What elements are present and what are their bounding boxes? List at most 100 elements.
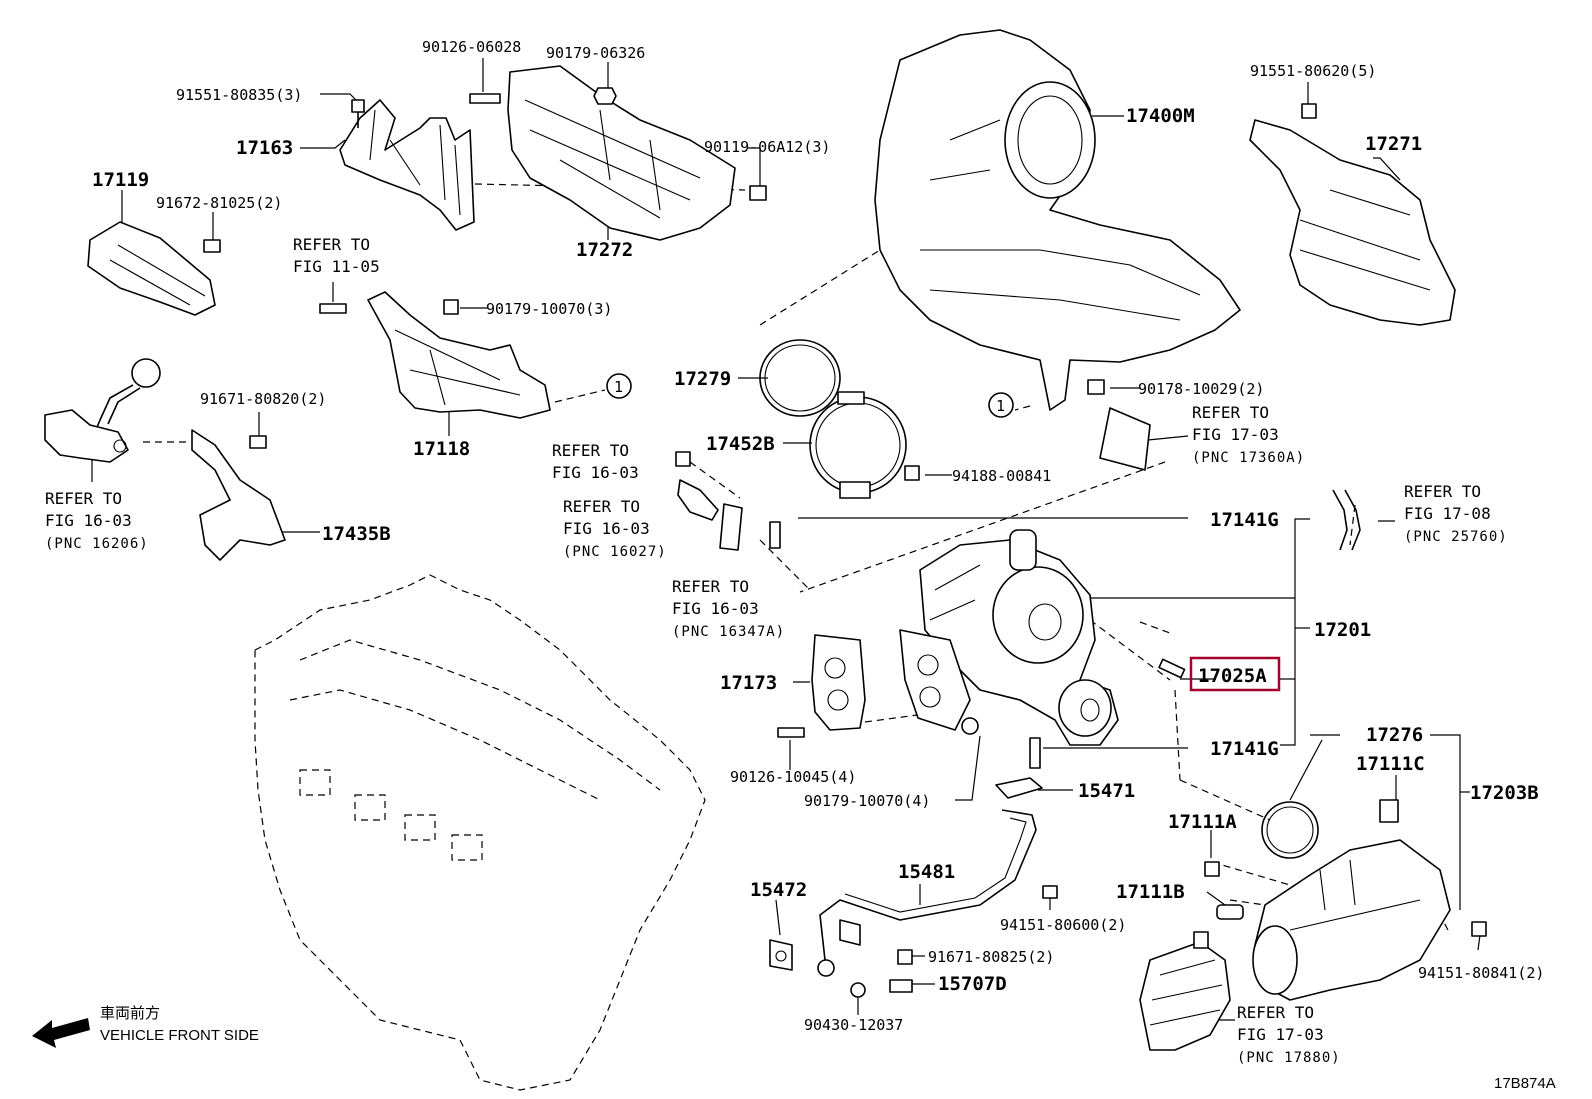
label-90126-10045[interactable]: 90126-10045(4) (730, 768, 856, 786)
part-17276-ring-art (1261, 801, 1319, 859)
leader-lines (91, 58, 1481, 1021)
ref-16347a-fig[interactable]: FIG 16-03 (672, 599, 759, 618)
callout-number-left: 1 (614, 378, 623, 396)
ref-16347a-refer-to: REFER TO (672, 577, 749, 596)
label-90119-06a12[interactable]: 90119-06A12(3) (704, 138, 830, 156)
part-17452b-clamp-art (809, 391, 907, 499)
direction-label-jp: 車両前方 (100, 1005, 160, 1022)
label-17276[interactable]: 17276 (1366, 724, 1423, 746)
ref-11-05-refer-to: REFER TO (293, 235, 370, 254)
ref-16206-refer-to: REFER TO (45, 489, 122, 508)
label-94151-80600[interactable]: 94151-80600(2) (1000, 916, 1126, 934)
label-91551-80620[interactable]: 91551-80620(5) (1250, 62, 1376, 80)
ref-17880-refer-to: REFER TO (1237, 1003, 1314, 1022)
ref-16027-pnc: (PNC 16027) (563, 544, 667, 560)
vehicle-front-arrow-icon (32, 1018, 90, 1048)
ref-16027-fig[interactable]: FIG 16-03 (563, 519, 650, 538)
ref-17880-fig[interactable]: FIG 17-03 (1237, 1025, 1324, 1044)
label-17118[interactable]: 17118 (413, 438, 470, 460)
label-15481[interactable]: 15481 (898, 861, 955, 883)
label-17163[interactable]: 17163 (236, 137, 293, 159)
ref-16-03-upper-refer-to: REFER TO (552, 441, 629, 460)
label-17111b[interactable]: 17111B (1116, 881, 1185, 903)
label-90179-10070-4[interactable]: 90179-10070(4) (804, 792, 930, 810)
label-91671-80820[interactable]: 91671-80820(2) (200, 390, 326, 408)
part-17400m-exhaust-manifold-art (874, 29, 1241, 411)
ref-17360a-pnc: (PNC 17360A) (1192, 450, 1305, 466)
part-hose-art (1332, 489, 1361, 551)
part-17271-insulator-art (1249, 119, 1456, 326)
part-17173-gasket-art (811, 629, 971, 731)
part-17163-bracket-art (339, 99, 475, 231)
label-17279[interactable]: 17279 (674, 368, 731, 390)
label-17025a[interactable]: 17025A (1198, 665, 1267, 687)
label-17173[interactable]: 17173 (720, 672, 777, 694)
label-17203b[interactable]: 17203B (1470, 782, 1539, 804)
ref-25760-fig[interactable]: FIG 17-08 (1404, 504, 1491, 523)
ref-16347a-pnc: (PNC 16347A) (672, 624, 785, 640)
label-17400m[interactable]: 17400M (1126, 105, 1195, 127)
part-oxygen-sensor-art (1099, 407, 1151, 471)
part-labels: 90126-06028 90179-06326 91551-80835(3) 1… (92, 38, 1544, 1034)
fasteners-art (203, 87, 1487, 998)
part-17279-gasket-ring-art (759, 339, 841, 417)
ref-25760-refer-to: REFER TO (1404, 482, 1481, 501)
label-17201[interactable]: 17201 (1314, 619, 1371, 641)
ref-17880-pnc: (PNC 17880) (1237, 1050, 1341, 1066)
ref-16206-pnc: (PNC 16206) (45, 536, 149, 552)
callout-circle-1-left (606, 373, 632, 399)
ref-16206-fig[interactable]: FIG 16-03 (45, 511, 132, 530)
label-15472[interactable]: 15472 (750, 879, 807, 901)
label-17141g-bottom[interactable]: 17141G (1210, 738, 1279, 760)
label-94151-80841[interactable]: 94151-80841(2) (1418, 964, 1544, 982)
callout-number-right: 1 (996, 397, 1005, 415)
label-17141g-top[interactable]: 17141G (1210, 509, 1279, 531)
label-90430-12037[interactable]: 90430-12037 (804, 1016, 903, 1034)
label-90178-10029[interactable]: 90178-10029(2) (1138, 380, 1264, 398)
engine-block-outline-art (254, 574, 706, 1091)
label-91672-81025[interactable]: 91672-81025(2) (156, 194, 282, 212)
diagram-footer: 車両前方 VEHICLE FRONT SIDE 17B874A (100, 1005, 1556, 1092)
direction-label-en: VEHICLE FRONT SIDE (100, 1027, 259, 1044)
label-15707d[interactable]: 15707D (938, 973, 1007, 995)
label-17111a[interactable]: 17111A (1168, 811, 1237, 833)
ref-17360a-fig[interactable]: FIG 17-03 (1192, 425, 1279, 444)
label-17452b[interactable]: 17452B (706, 433, 775, 455)
label-15471[interactable]: 15471 (1078, 780, 1135, 802)
part-17118-bracket-art (367, 291, 551, 419)
label-17272[interactable]: 17272 (576, 239, 633, 261)
ref-11-05-fig[interactable]: FIG 11-05 (293, 257, 380, 276)
part-pipe-bracket-left-art (44, 358, 161, 463)
ref-17360a-refer-to: REFER TO (1192, 403, 1269, 422)
label-17435b[interactable]: 17435B (322, 523, 391, 545)
label-17271[interactable]: 17271 (1365, 133, 1422, 155)
part-15481-oil-pipe-art (817, 809, 1037, 977)
figure-code: 17B874A (1494, 1075, 1556, 1092)
label-94188-00841[interactable]: 94188-00841 (952, 467, 1051, 485)
label-17111c[interactable]: 17111C (1356, 753, 1425, 775)
label-91671-80825[interactable]: 91671-80825(2) (928, 948, 1054, 966)
part-intake-hose-art (1139, 931, 1231, 1051)
ref-16027-refer-to: REFER TO (563, 497, 640, 516)
label-91551-80835[interactable]: 91551-80835(3) (176, 86, 302, 104)
callout-markers: 1 1 (606, 373, 1014, 418)
reference-notes: REFER TO FIG 11-05 REFER TO FIG 16-03 (P… (45, 235, 1508, 1066)
part-15472-gasket-art (769, 939, 793, 971)
ref-16-03-upper-fig[interactable]: FIG 16-03 (552, 463, 639, 482)
part-small-bracket-art (677, 479, 743, 551)
part-17201-turbocharger-art (919, 529, 1119, 746)
label-90179-06326[interactable]: 90179-06326 (546, 44, 645, 62)
label-90126-06028[interactable]: 90126-06028 (422, 38, 521, 56)
label-90179-10070-3[interactable]: 90179-10070(3) (486, 300, 612, 318)
part-15471-gasket-art (995, 777, 1043, 799)
highlight-box-17025a (1189, 656, 1281, 692)
callout-circle-1-right (988, 392, 1014, 418)
label-17119[interactable]: 17119 (92, 169, 149, 191)
part-17119-bracket-art (87, 221, 216, 316)
part-17272-heat-shield-art (507, 65, 736, 241)
part-17435b-bracket-art (191, 429, 286, 561)
ref-25760-pnc: (PNC 25760) (1404, 529, 1508, 545)
part-17203b-intake-pipe-art (1252, 839, 1451, 1001)
